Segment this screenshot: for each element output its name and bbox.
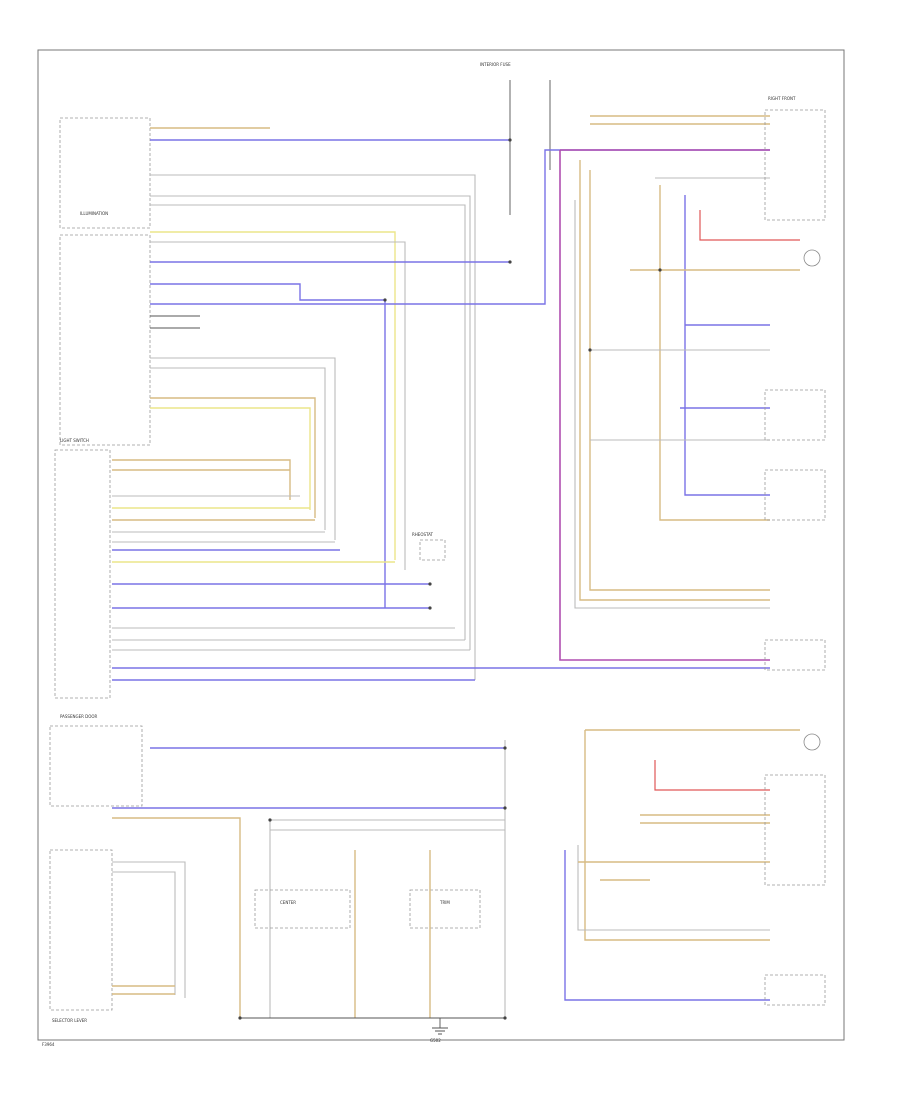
- interior-fuse-label: INTERIOR FUSE: [480, 62, 511, 67]
- junction-dot: [428, 582, 432, 586]
- trim-label: TRIM: [439, 900, 450, 905]
- wire-grey-bus: [574, 200, 770, 609]
- wire-grey-5: [150, 357, 336, 540]
- footer-code: F3964: [42, 1042, 55, 1047]
- headlight-switch-label: ILLUMINATION: [80, 211, 108, 216]
- wire-tan-bus: [579, 160, 770, 601]
- junction-dot: [658, 268, 662, 272]
- wire-tan-2: [150, 397, 316, 518]
- diagram-frame: [37, 49, 845, 1041]
- wire-tan-r3: [590, 115, 770, 125]
- headlight-switch-box: [59, 117, 151, 229]
- wire-tan-bus2: [589, 170, 770, 591]
- junction-dot: [428, 606, 432, 610]
- wire-tan-r1: [659, 185, 770, 521]
- wire-yellow-2: [150, 407, 311, 510]
- wire-grey-1: [150, 174, 476, 680]
- junction-dot: [508, 260, 512, 264]
- wire-red-r1: [699, 210, 800, 241]
- wire-tan-c2: [354, 850, 431, 1018]
- wire-tan-ls1: [112, 459, 291, 500]
- junction-dot: [508, 138, 512, 142]
- wire-grey-3: [150, 204, 466, 640]
- ground-symbol: [432, 1018, 448, 1035]
- module-right-label: RIGHT FRONT: [768, 96, 796, 101]
- junction-dot: [503, 746, 507, 750]
- wire-tan-c1: [112, 817, 241, 1018]
- wire-blue-r1: [684, 195, 770, 496]
- junction-dot: [268, 818, 272, 822]
- center-module-1: [254, 889, 351, 929]
- rheostat-box: [419, 539, 446, 561]
- right-module-top: [764, 109, 826, 221]
- junction-dot: [503, 806, 507, 810]
- switch-group-box: [59, 234, 151, 446]
- selector-label: SELECTOR LEVER: [52, 1018, 87, 1023]
- wire-tan-lr1: [584, 730, 770, 941]
- wire-red-lr1: [654, 760, 770, 791]
- wire-tan-lr2: [640, 814, 770, 824]
- light-switch-box: [54, 449, 111, 699]
- center-label: CENTER: [280, 900, 296, 905]
- wire-grey-lr1: [577, 845, 770, 931]
- right-lamp-1: [803, 249, 821, 267]
- right-switch-1: [764, 389, 826, 441]
- wire-grey-6: [150, 367, 326, 530]
- wire-blue-4: [150, 149, 770, 305]
- wire-yellow-1: [150, 231, 396, 560]
- junction-dot: [383, 298, 387, 302]
- wire-blue-3: [150, 283, 386, 608]
- wire-grey-4: [150, 241, 406, 570]
- rheostat-label: RHEOSTAT: [412, 532, 434, 537]
- wire-grey-2: [150, 195, 471, 650]
- right-lamp-box-2: [764, 974, 826, 1006]
- wire-grey-sel1: [112, 861, 186, 998]
- junction-dot: [503, 1016, 507, 1020]
- junction-dot: [588, 348, 592, 352]
- selector-box: [49, 849, 113, 1011]
- wire-purple-bus: [559, 149, 770, 661]
- light-switch-label: LIGHT SWITCH: [60, 438, 89, 443]
- right-lamp-2: [803, 733, 821, 751]
- wire-grey-c2: [269, 820, 505, 1018]
- ground-label: G502: [430, 1038, 441, 1043]
- door-module-box: [49, 725, 143, 807]
- right-lamp-box: [764, 639, 826, 671]
- right-switch-2: [764, 469, 826, 521]
- center-module-2: [409, 889, 481, 929]
- right-module-bottom: [764, 774, 826, 886]
- door-module-label: PASSENGER DOOR: [60, 714, 98, 719]
- junction-dot: [238, 1016, 242, 1020]
- wire-blue-lr1: [564, 850, 770, 1001]
- wire-grey-sel2: [112, 871, 176, 995]
